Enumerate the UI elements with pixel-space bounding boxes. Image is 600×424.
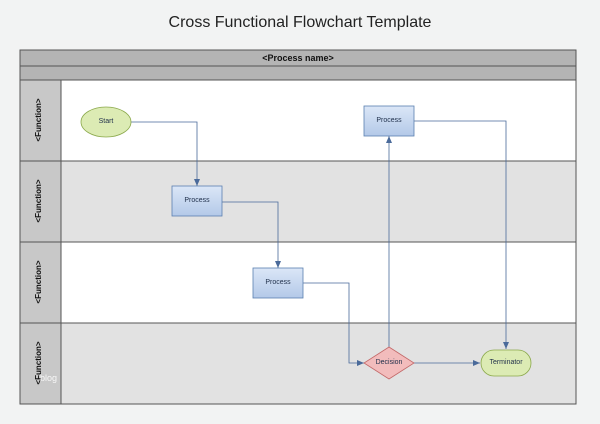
pool-subheader [19,65,577,81]
lane-label-1: <Function> [34,98,43,142]
start-node[interactable] [80,106,132,138]
pool-header-label: <Process name> [262,53,334,63]
lane-1 [60,79,577,162]
connector-process-1-to-process-2 [222,201,281,268]
watermark-text: blog [40,373,58,383]
lane-label-2: <Function> [34,179,43,223]
lane-2 [60,160,577,243]
lane-3 [60,241,577,324]
lane-label-4: <Function> [34,341,43,385]
process-node-2[interactable] [252,267,304,299]
terminator-node[interactable] [480,349,532,377]
process-node-3[interactable] [363,105,415,137]
lane-label-cell-4 [19,322,62,405]
connector-process-3-to-terminator [414,120,509,349]
connector-process-2-to-decision [303,282,364,366]
lane-label-cell-3 [19,241,62,324]
page-title: Cross Functional Flowchart Template [168,14,432,31]
decision-node[interactable] [363,346,415,380]
process-node-1[interactable] [171,185,223,217]
lane-label-3: <Function> [34,260,43,304]
connector-start-to-process-1 [131,121,200,186]
